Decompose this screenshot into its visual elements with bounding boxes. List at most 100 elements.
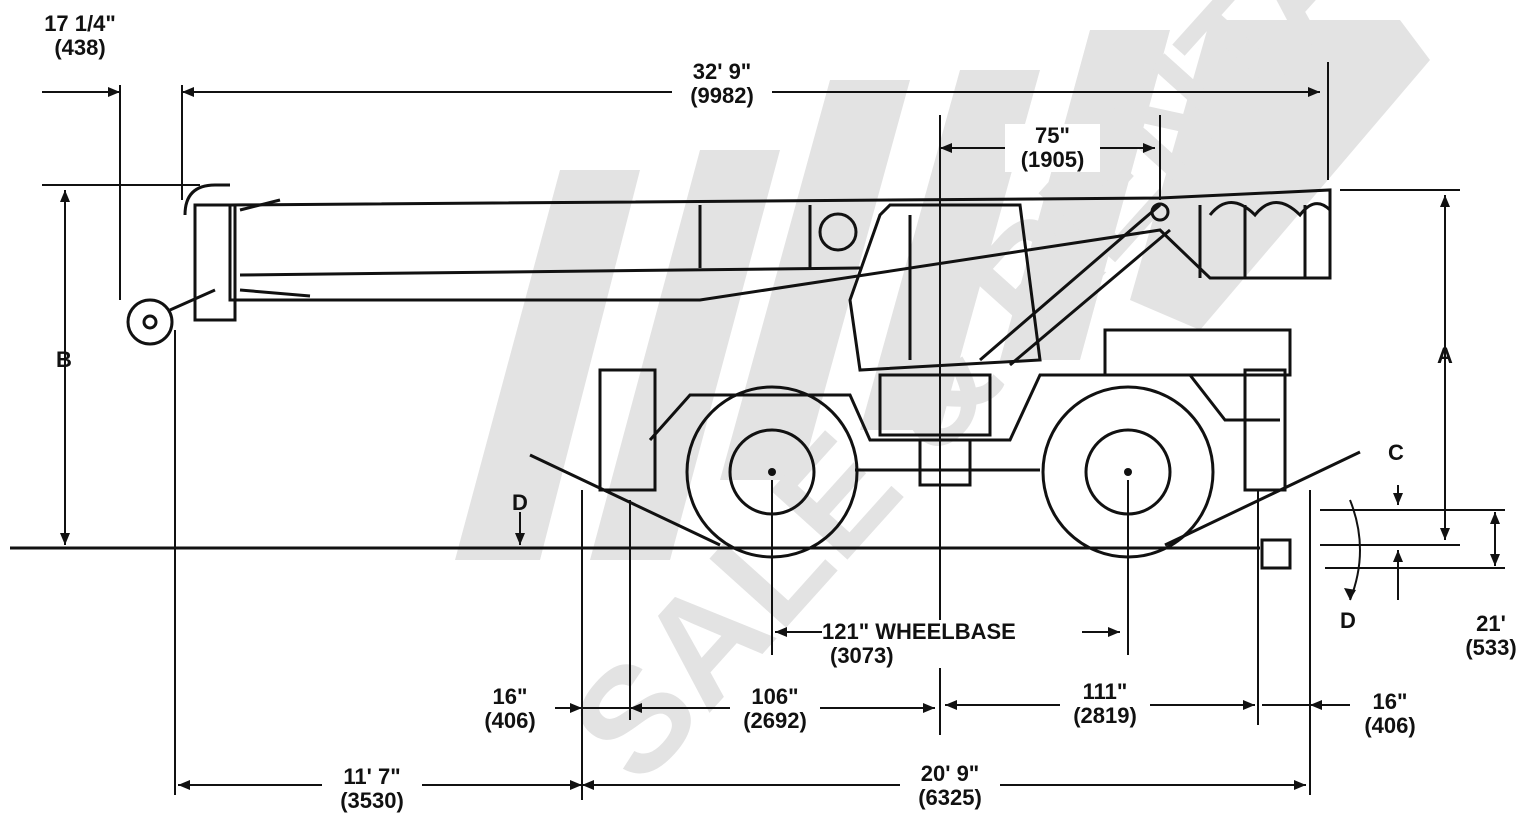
dim-cab-offset-imperial: 75" [1035, 123, 1070, 148]
dim-ground-clearance-imperial: 21' [1476, 611, 1506, 636]
turntable-base [878, 373, 992, 437]
watermark-stroke-6 [1130, 20, 1430, 330]
dim-wheelbase-word: WHEELBASE [875, 619, 1016, 644]
rear-outrigger-pad [1260, 538, 1292, 570]
dim-wheelbase-line: 121" WHEELBASE [822, 620, 1082, 644]
axle-housing [918, 438, 972, 487]
dim-label-boom-tip: 17 1/4" (438) [28, 12, 132, 60]
dim-cab-offset-metric: (1905) [1020, 147, 1085, 172]
arrow-23 [570, 780, 582, 790]
dim-label-rear-outrigger: 16" (406) [1350, 690, 1430, 738]
dim-ground-clearance-metric: (533) [1465, 635, 1517, 660]
dim-wheelbase-imperial: 121" [822, 619, 870, 644]
boom-head [193, 203, 237, 322]
arrow-24 [582, 780, 594, 790]
letter-d-front: D [512, 490, 528, 515]
boom-lift-cylinder [979, 203, 1161, 362]
arrow-13 [1490, 554, 1500, 566]
watermark-stroke-4 [860, 70, 1040, 430]
arrow-3 [1308, 87, 1320, 97]
arrow-27 [1344, 588, 1356, 600]
boom-outline [228, 188, 1332, 302]
watermark-stroke-1 [455, 170, 640, 560]
dim-outrigger-span-metric: (6325) [918, 785, 982, 810]
arrow-6 [60, 190, 70, 202]
rear-axle-center [1124, 468, 1132, 476]
carrier-frame [648, 373, 1280, 442]
engine-cover [1103, 328, 1292, 377]
arrow-8 [1440, 195, 1450, 207]
dim-front-outrigger-metric: (406) [484, 708, 536, 733]
dim-label-wheelbase: 121" WHEELBASE (3073) [822, 620, 1082, 668]
approach-angle-line [529, 453, 721, 547]
arrow-7 [60, 533, 70, 545]
arrow-12 [1490, 512, 1500, 524]
arrow-9 [1440, 528, 1450, 540]
arrow-25 [1294, 780, 1306, 790]
boom-head-link [239, 198, 281, 212]
sheave-top [183, 183, 230, 216]
dim-label-cab-offset: 75" (1905) [1005, 124, 1100, 172]
dim-label-center-to-rear: 111" (2819) [1060, 680, 1150, 728]
dim-rear-outrigger-imperial: 16" [1372, 689, 1408, 714]
dim-label-overall-length: 32' 9" (9982) [672, 60, 772, 108]
counterweight-top [1208, 201, 1332, 218]
arrow-16 [570, 703, 582, 713]
dim-front-to-center-imperial: 106" [751, 684, 799, 709]
arrow-18 [923, 703, 935, 713]
letter-c: C [1388, 440, 1404, 465]
cylinder-pin [1150, 202, 1170, 222]
dim-boom-tip-imperial: 17 1/4" [44, 11, 116, 36]
letter-b: B [56, 347, 72, 372]
dim-label-front-outrigger: 16" (406) [470, 685, 550, 733]
arrow-11 [1393, 550, 1403, 562]
dim-outrigger-span-imperial: 20' 9" [920, 761, 980, 786]
departure-angle-arc [1349, 499, 1361, 601]
boom-lower-chord [239, 266, 861, 277]
arrow-22 [178, 780, 190, 790]
boom-pivot [818, 212, 858, 252]
dim-label-outrigger-span: 20' 9" (6325) [900, 762, 1000, 810]
arrow-14 [775, 627, 787, 637]
departure-angle-line [1164, 450, 1361, 547]
arrow-5 [1143, 143, 1155, 153]
letter-d-rear: D [1340, 608, 1356, 633]
dim-front-to-center-metric: (2692) [743, 708, 807, 733]
hook-arm [169, 288, 216, 312]
watermark-shapes [455, 20, 1430, 560]
dim-overall-length-imperial: 32' 9" [692, 59, 752, 84]
front-axle-center [768, 468, 776, 476]
dim-overall-length-metric: (9982) [690, 83, 754, 108]
boom-cylinder [239, 288, 311, 298]
arrow-1 [108, 87, 120, 97]
front-outrigger-box [598, 368, 657, 492]
watermark-stroke-3 [720, 80, 910, 480]
arrow-2 [182, 87, 194, 97]
arrow-17 [630, 703, 642, 713]
arrow-15 [1108, 627, 1120, 637]
letter-a: A [1437, 343, 1453, 368]
arrow-4 [940, 143, 952, 153]
arrow-19 [945, 700, 957, 710]
hook-pin [142, 314, 158, 330]
arrow-10 [1393, 493, 1403, 505]
dim-center-to-rear-metric: (2819) [1073, 703, 1137, 728]
dim-front-overhang-imperial: 11' 7" [343, 764, 401, 789]
cab-outline [848, 203, 1042, 372]
dim-label-front-overhang: 11' 7" (3530) [322, 765, 422, 813]
dim-wheelbase-metric: (3073) [830, 643, 894, 668]
arrow-20 [1243, 700, 1255, 710]
drawing-lines [10, 183, 1361, 570]
arrow-21 [1310, 700, 1322, 710]
boom-lift-cylinder-2 [1009, 228, 1171, 367]
hook-block [126, 298, 174, 346]
dim-rear-outrigger-metric: (406) [1364, 713, 1416, 738]
dim-label-front-to-center: 106" (2692) [730, 685, 820, 733]
dim-boom-tip-metric: (438) [54, 35, 106, 60]
dim-label-ground-clearance: 21' (533) [1455, 612, 1527, 660]
dim-front-overhang-metric: (3530) [340, 788, 404, 813]
rear-outrigger-box [1243, 368, 1287, 492]
arrow-26 [515, 533, 525, 545]
